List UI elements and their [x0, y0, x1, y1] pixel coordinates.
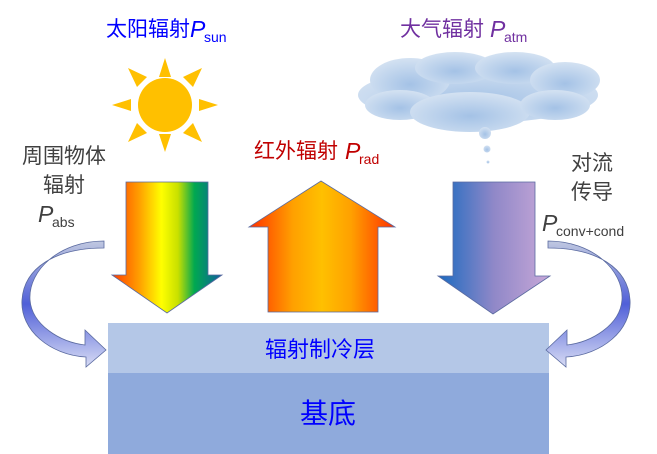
surroundings-curved-arrow	[21, 240, 107, 368]
cooling-layer-label: 辐射制冷层	[265, 338, 375, 363]
svg-text:红外辐射: 红外辐射	[254, 139, 338, 163]
atmospheric-radiation-arrow	[436, 181, 552, 315]
svg-text:sun: sun	[204, 29, 227, 45]
sun-icon	[112, 58, 218, 152]
svg-text:辐射: 辐射	[43, 173, 85, 197]
surroundings-radiation-label: 周围物体 辐射 P abs	[22, 144, 106, 230]
svg-text:atm: atm	[504, 29, 527, 45]
solar-radiation-label: 太阳辐射 P sun	[106, 16, 227, 45]
substrate-layer	[108, 373, 549, 454]
svg-text:P: P	[38, 201, 54, 227]
svg-text:太阳辐射: 太阳辐射	[106, 17, 190, 41]
convection-curved-arrow	[545, 240, 631, 368]
svg-text:rad: rad	[359, 151, 379, 167]
svg-text:P: P	[345, 138, 361, 164]
cloud-icon	[358, 52, 600, 164]
svg-text:abs: abs	[52, 214, 75, 230]
svg-text:conv+cond: conv+cond	[556, 223, 624, 239]
svg-text:P: P	[490, 16, 506, 42]
svg-text:传导: 传导	[571, 180, 613, 204]
solar-radiation-arrow	[110, 181, 224, 314]
convection-conduction-label: 对流 传导 P conv+cond	[542, 151, 624, 239]
infrared-radiation-arrow	[247, 180, 397, 313]
svg-text:P: P	[542, 210, 558, 236]
svg-text:周围物体: 周围物体	[22, 144, 106, 168]
atmospheric-radiation-label: 大气辐射 P atm	[400, 16, 527, 45]
infrared-radiation-label: 红外辐射 P rad	[254, 138, 379, 167]
svg-text:大气辐射: 大气辐射	[400, 17, 484, 41]
substrate-label: 基底	[300, 397, 356, 430]
svg-text:P: P	[190, 16, 206, 42]
svg-text:对流: 对流	[571, 151, 613, 175]
cooling-layer	[108, 323, 549, 373]
